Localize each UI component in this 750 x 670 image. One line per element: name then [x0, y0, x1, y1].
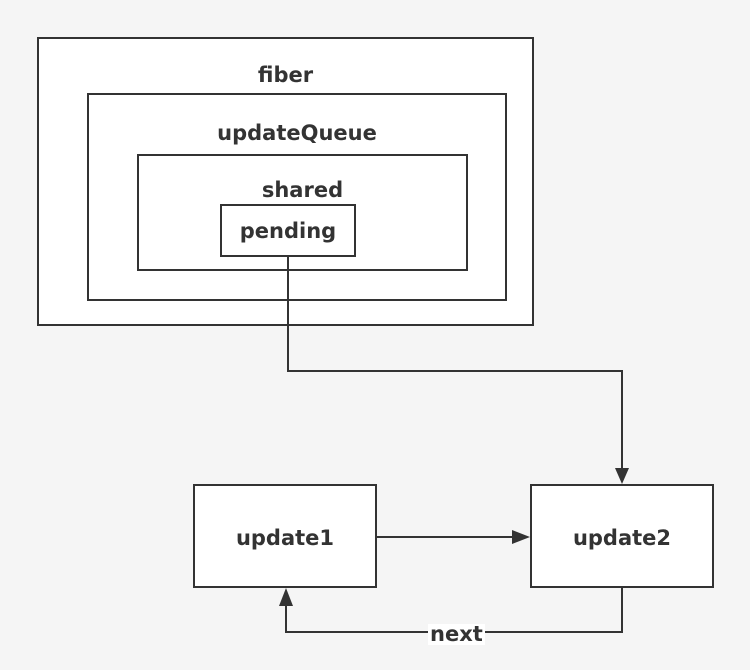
update-queue-label: updateQueue: [217, 121, 377, 145]
pending-to-update2-arrowhead: [615, 468, 629, 484]
update1-label: update1: [235, 526, 335, 550]
shared-label: shared: [261, 178, 344, 202]
fiber-label: fiber: [257, 63, 314, 87]
update1-to-update2-arrowhead: [512, 530, 530, 544]
update1-box: update1: [193, 484, 377, 588]
next-edge-label: next: [428, 622, 485, 646]
next-arrowhead: [279, 588, 293, 606]
pending-box: pending: [220, 204, 356, 257]
update2-box: update2: [530, 484, 714, 588]
pending-label: pending: [239, 219, 337, 243]
update2-label: update2: [572, 526, 672, 550]
